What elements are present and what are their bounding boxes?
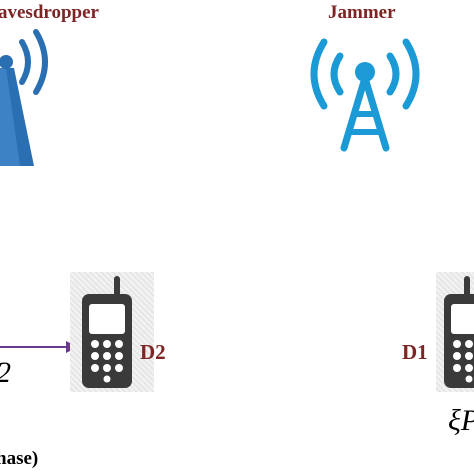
eavesdropper-label: avesdropper: [0, 2, 99, 23]
jammer-tower-icon: [310, 38, 420, 152]
phase-label: hase): [0, 448, 39, 469]
d1-phone-icon: [444, 276, 474, 388]
link-symbol-label: 2: [0, 356, 11, 390]
d1-label: D1: [402, 340, 428, 364]
xi-symbol-label: ξP: [448, 404, 474, 437]
jammer-label: Jammer: [328, 2, 396, 23]
d2-label: D2: [140, 340, 166, 364]
link-arrow: [0, 341, 78, 353]
eavesdropper-tower-icon: [0, 29, 48, 166]
d2-phone-icon: [82, 276, 132, 388]
